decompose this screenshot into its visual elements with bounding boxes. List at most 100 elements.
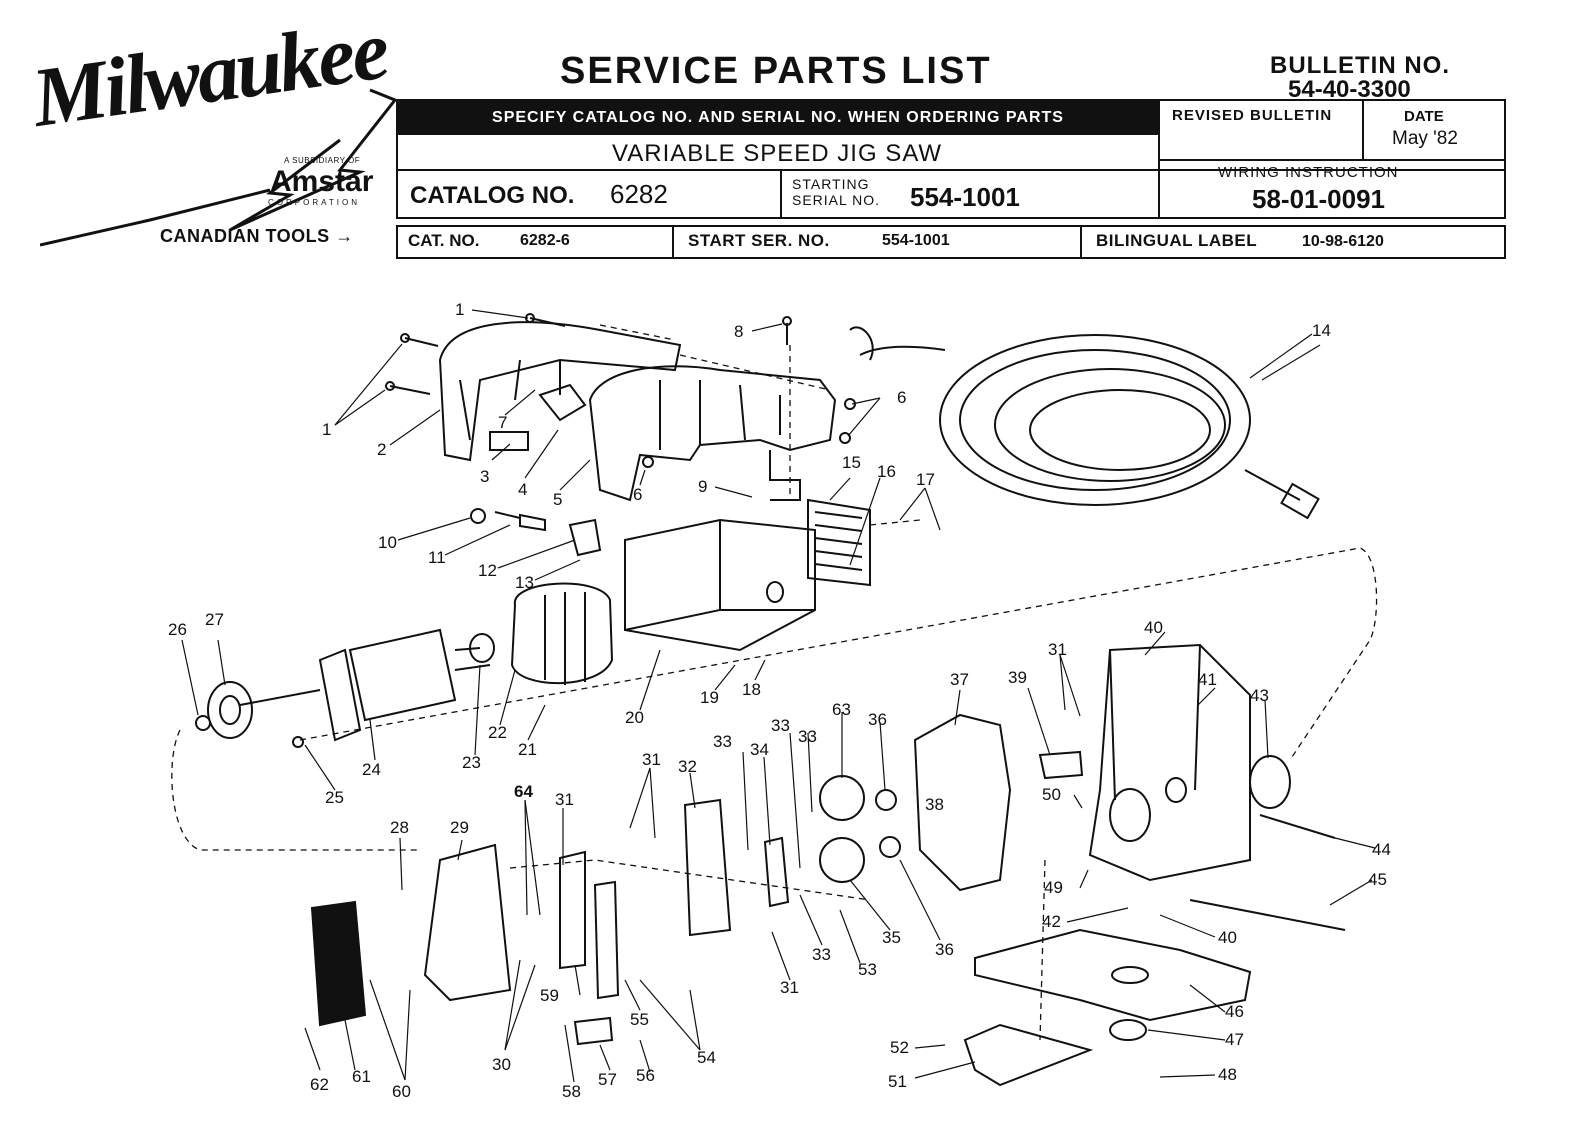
callout-label: 56: [636, 1066, 655, 1085]
knob: [1109, 1019, 1147, 1041]
handle-left-half: [438, 321, 682, 462]
callout-label: 41: [1198, 670, 1217, 689]
callout-label: 18: [742, 680, 761, 699]
divider: [1362, 99, 1364, 161]
gear-cover: [913, 713, 1012, 892]
callout-label: 13: [515, 573, 534, 592]
catalog-label: CATALOG NO.: [410, 182, 575, 209]
callout-label: 36: [868, 710, 887, 729]
starting-label: STARTING: [792, 176, 870, 192]
callout-label: 46: [1225, 1002, 1244, 1021]
gear: [819, 775, 865, 821]
callout-label: 59: [540, 986, 559, 1005]
callout-label: 31: [642, 750, 661, 769]
clamp-block: [573, 1016, 614, 1046]
divider: [396, 169, 1506, 171]
trigger: [538, 383, 587, 422]
motor-housing: [624, 518, 816, 652]
guide: [559, 850, 586, 970]
callout-label: 39: [1008, 668, 1027, 687]
bushing: [1038, 750, 1084, 780]
serial-label: SERIAL NO.: [792, 192, 881, 208]
callout-label: 12: [478, 561, 497, 580]
canadian-row: [396, 225, 1506, 259]
callout-label: 44: [1372, 840, 1391, 859]
callout-label: 15: [842, 453, 861, 472]
callout-label: 32: [678, 757, 697, 776]
gear-case: [1088, 643, 1251, 882]
callout-label: 14: [1312, 321, 1331, 340]
armature: [239, 628, 495, 742]
divider: [780, 169, 782, 219]
callout-label: 48: [1218, 1065, 1237, 1084]
wiring-label: WIRING INSTRUCTION: [1218, 164, 1399, 181]
bilingual-label: BILINGUAL LABEL: [1096, 231, 1258, 250]
callout-label: 20: [625, 708, 644, 727]
lightning-bolt-icon: [40, 88, 398, 247]
callout-label: 17: [916, 470, 935, 489]
callout-label: 1: [322, 420, 332, 439]
page-title: SERVICE PARTS LIST: [560, 50, 992, 92]
divider: [672, 225, 674, 259]
gear: [819, 837, 865, 883]
field-assembly: [510, 582, 614, 685]
specify-note: SPECIFY CATALOG NO. AND SERIAL NO. WHEN …: [398, 101, 1158, 134]
can-cat-label: CAT. NO.: [408, 231, 480, 250]
retaining-ring: [292, 736, 304, 748]
callout-label: 4: [518, 480, 528, 499]
callout-label: 38: [925, 795, 944, 814]
divider: [1080, 225, 1082, 259]
callout-label: 31: [1048, 640, 1067, 659]
callout-label: 36: [935, 940, 954, 959]
can-cat-number: 6282-6: [520, 232, 570, 249]
callout-label: 7: [498, 413, 508, 432]
callout-label: 9: [698, 477, 708, 496]
callout-label: 42: [1042, 912, 1061, 931]
brush-holder: [568, 518, 602, 557]
callout-label: 21: [518, 740, 537, 759]
callout-label: 3: [480, 467, 490, 486]
callout-label: 10: [378, 533, 397, 552]
callout-label: 35: [882, 928, 901, 947]
callout-label: 62: [310, 1075, 329, 1094]
o-ring: [1249, 755, 1291, 809]
base-plate: [974, 928, 1252, 1022]
washer: [195, 715, 211, 731]
wiring-number: 58-01-0091: [1252, 184, 1385, 214]
callout-label: 33: [812, 945, 831, 964]
callout-label: 31: [780, 978, 799, 997]
callout-label: 22: [488, 723, 507, 742]
bevel-bracket: [963, 1023, 1094, 1087]
divider: [1158, 159, 1506, 161]
callout-label: 23: [462, 753, 481, 772]
brush-cap: [470, 508, 486, 524]
callout-label: 61: [352, 1067, 371, 1086]
plunger-guide: [683, 798, 732, 937]
revised-bulletin-label: REVISED BULLETIN: [1172, 107, 1333, 124]
catalog-number: 6282: [610, 179, 668, 209]
callout-label: 24: [362, 760, 381, 779]
callout-label: 55: [630, 1010, 649, 1029]
date-label: DATE: [1404, 108, 1444, 125]
nameplate: [310, 900, 367, 1027]
front-cover: [423, 843, 512, 1002]
callout-label: 49: [1044, 878, 1063, 897]
callout-label: 52: [890, 1038, 909, 1057]
guide-rod: [1189, 899, 1346, 931]
callout-label: 63: [832, 700, 851, 719]
washer: [875, 789, 897, 811]
callout-label: 64: [514, 782, 533, 801]
callout-label: 19: [700, 688, 719, 707]
callout-label: 40: [1218, 928, 1237, 947]
vent-panel: [807, 498, 871, 587]
callout-label: 47: [1225, 1030, 1244, 1049]
callout-label: 33: [771, 716, 790, 735]
handle-right-half: [588, 365, 837, 502]
callout-label: 16: [877, 462, 896, 481]
subsidiary-text: A SUBSIDIARY OF: [284, 156, 361, 165]
date-value: May '82: [1392, 128, 1458, 149]
plunger: [593, 880, 620, 1000]
bearing: [207, 681, 253, 739]
callout-label: 5: [553, 490, 563, 509]
